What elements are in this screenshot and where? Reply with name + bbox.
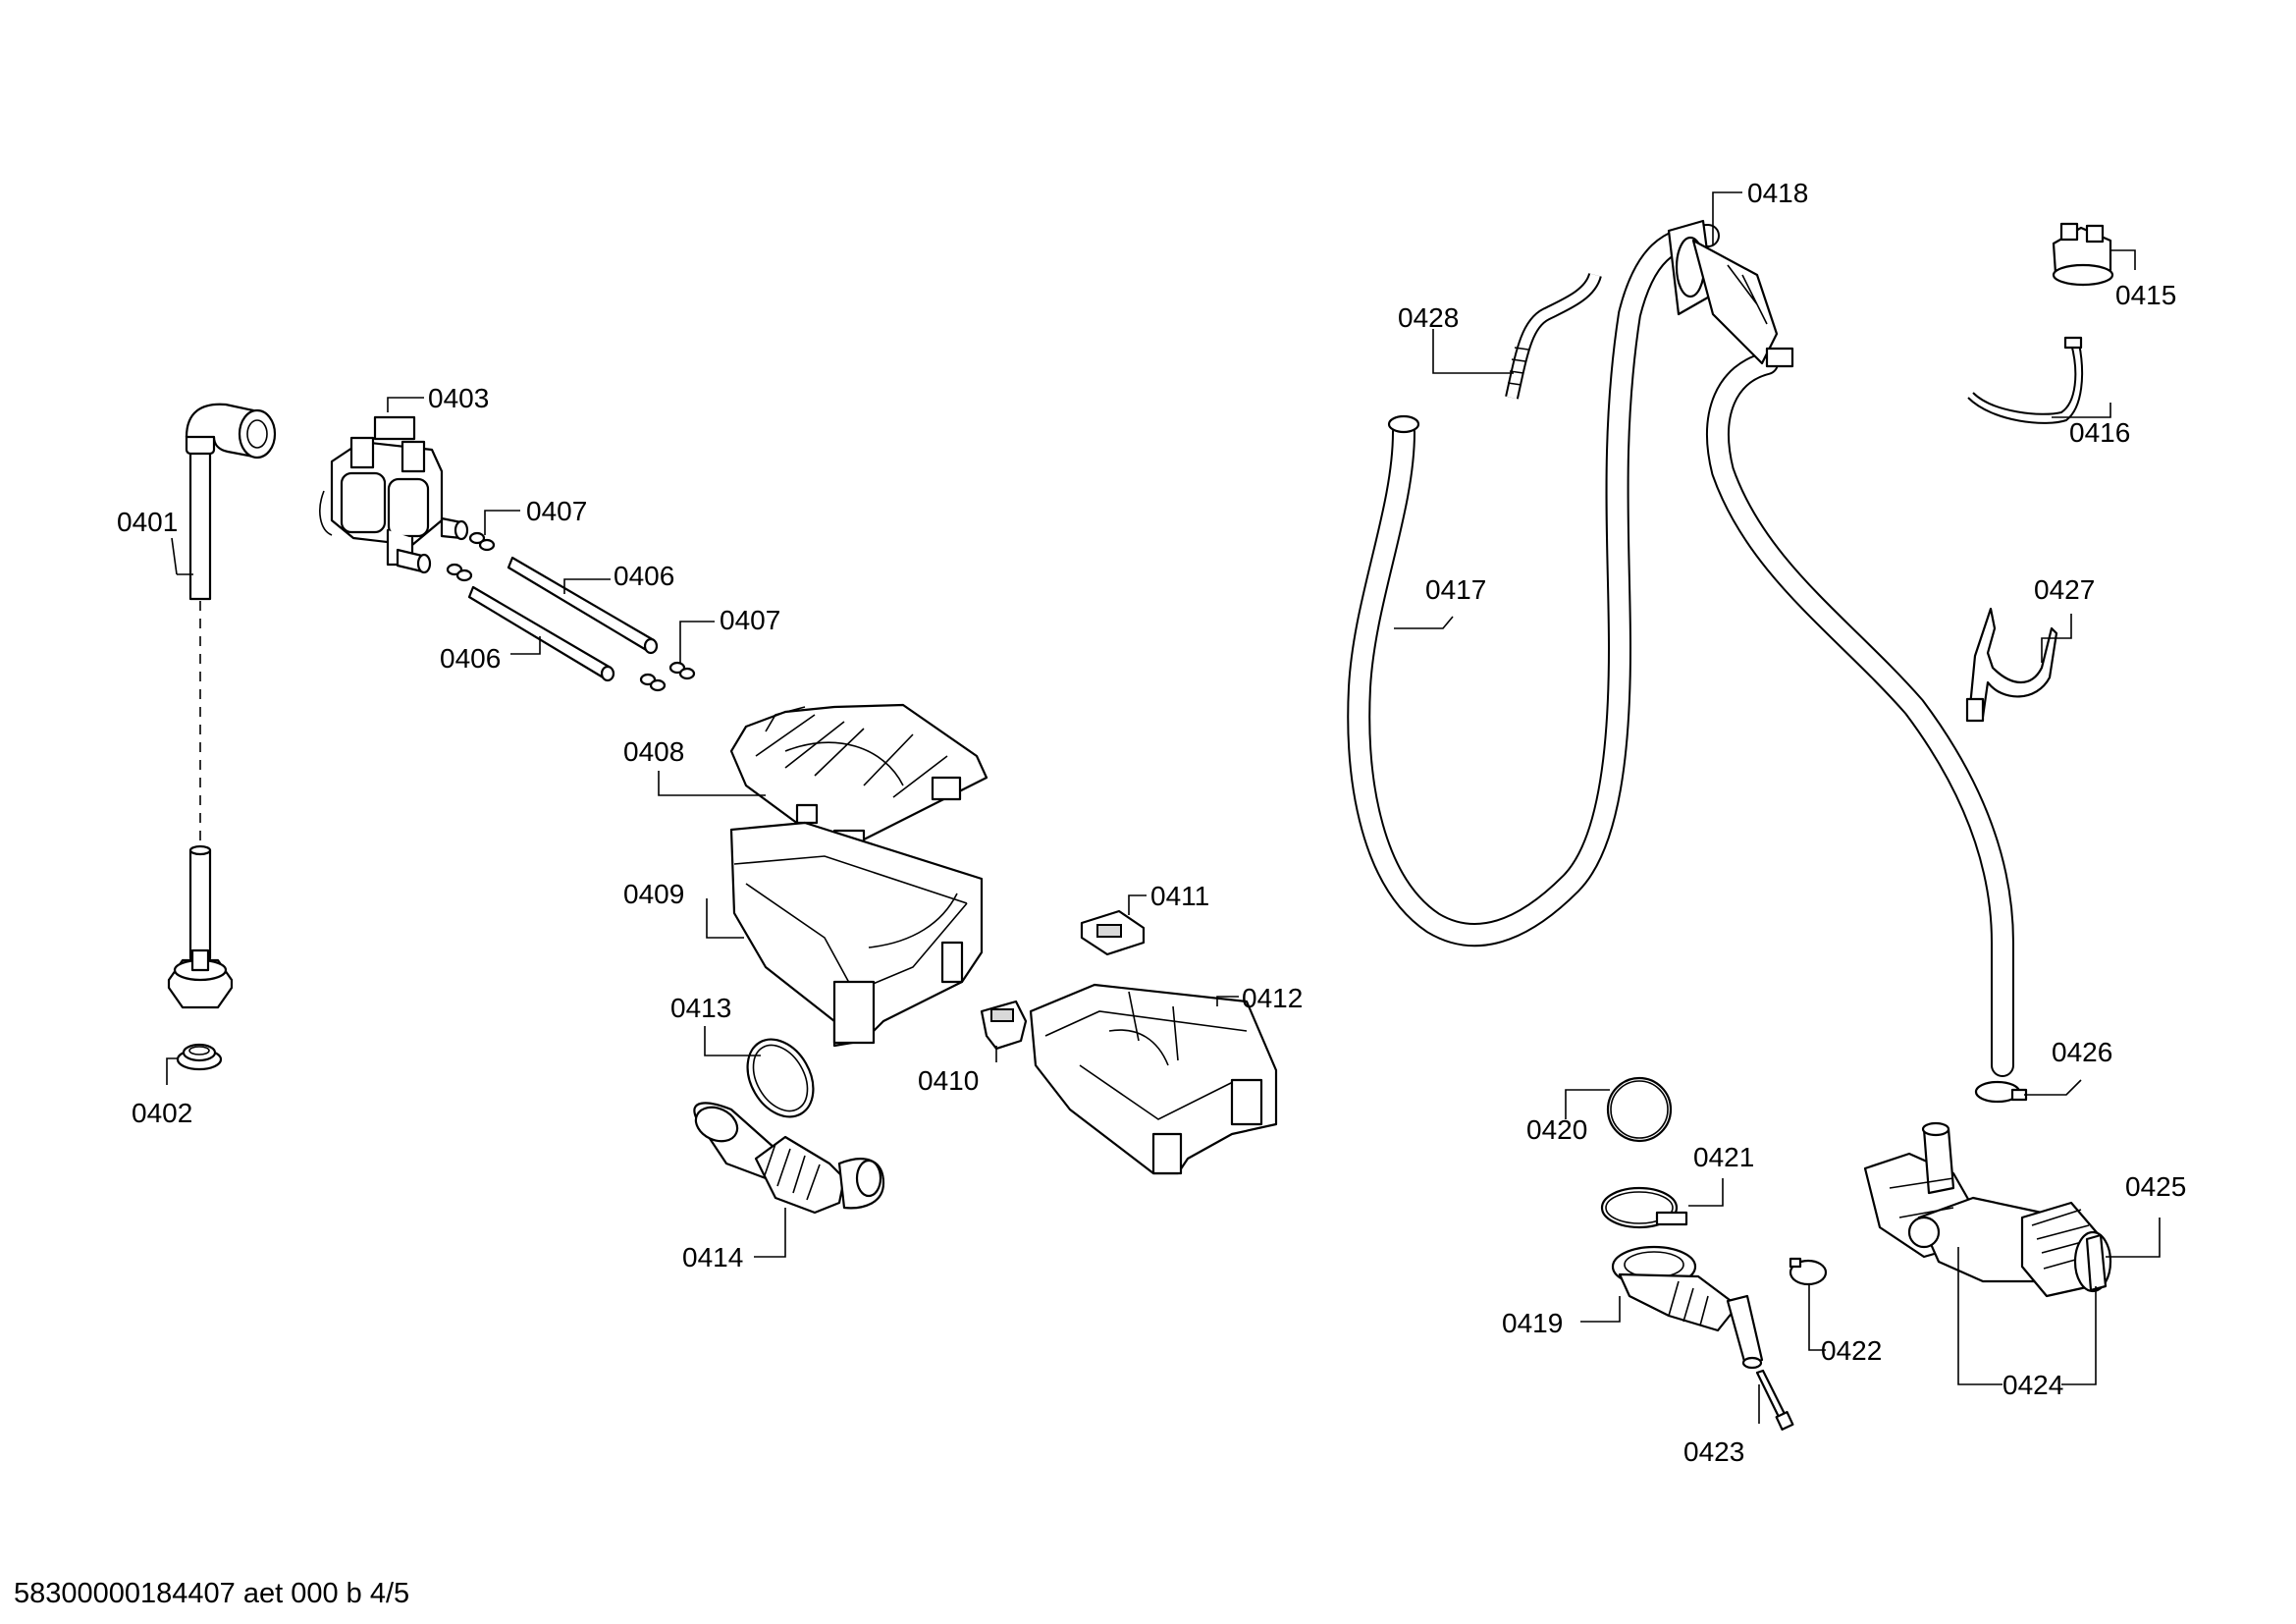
part-0410-clip [980, 1000, 1028, 1051]
label-0403: 0403 [428, 383, 489, 413]
label-0401: 0401 [117, 507, 178, 537]
document-reference: 58300000184407 aet 000 b 4/5 [14, 1578, 409, 1609]
label-0407a: 0407 [526, 496, 587, 526]
part-0418-connector [1667, 219, 2014, 1077]
label-0426: 0426 [2052, 1037, 2112, 1067]
leader-0412 [1216, 996, 1239, 1006]
label-0427: 0427 [2034, 574, 2095, 605]
part-0411-latch [1080, 909, 1146, 956]
label-0428: 0428 [1398, 302, 1459, 333]
label-0423: 0423 [1683, 1436, 1744, 1467]
label-0420: 0420 [1526, 1114, 1587, 1145]
leader-0419 [1580, 1296, 1621, 1323]
leader-0428 [1432, 329, 1514, 374]
leader-0421 [1688, 1178, 1724, 1207]
label-0418: 0418 [1747, 178, 1808, 208]
leader-0426 [2024, 1079, 2082, 1096]
leader-0418 [1712, 191, 1742, 245]
part-0423-sensor [1755, 1369, 1794, 1431]
leader-0416 [2052, 403, 2111, 418]
label-0402: 0402 [132, 1098, 192, 1128]
label-0424: 0424 [2002, 1370, 2063, 1400]
label-0421: 0421 [1693, 1142, 1754, 1172]
label-0410: 0410 [918, 1065, 979, 1096]
label-0406b: 0406 [440, 643, 501, 674]
leader-0407b [679, 621, 715, 664]
leader-0403 [387, 397, 424, 412]
leader-0415 [2110, 249, 2136, 270]
label-0425: 0425 [2125, 1171, 2186, 1202]
part-0403-inlet-valve [319, 415, 469, 574]
leader-0406b [510, 636, 541, 655]
part-0419-sump-hose [1611, 1245, 1764, 1370]
leader-0420 [1565, 1089, 1610, 1119]
part-0420-o-ring [1606, 1076, 1673, 1143]
part-0406-hose-upper [507, 556, 659, 655]
label-0422: 0422 [1821, 1335, 1882, 1366]
leader-0409 [706, 898, 744, 939]
part-0414-bellows-hose [693, 1102, 885, 1215]
part-0421-clamp-ring [1600, 1186, 1688, 1229]
label-0416: 0416 [2069, 417, 2130, 448]
label-0412: 0412 [1242, 983, 1303, 1013]
part-0428-small-hose [1505, 272, 1602, 400]
label-0414: 0414 [682, 1242, 743, 1272]
part-0407-clip-lower [639, 661, 696, 692]
label-0417: 0417 [1425, 574, 1486, 605]
label-0409: 0409 [623, 879, 684, 909]
part-0427-hose-holder [1965, 607, 2058, 723]
leader-0411 [1128, 894, 1147, 915]
label-0419: 0419 [1502, 1308, 1563, 1338]
part-0406-hose-lower [467, 585, 615, 682]
part-0417-hose [1347, 224, 1720, 947]
leader-0408 [658, 771, 766, 796]
label-0407b: 0407 [720, 605, 780, 635]
part-0407-clip-upper [446, 531, 496, 582]
part-0412-detergent-drawer [1029, 983, 1278, 1175]
leader-0424a [1957, 1247, 2002, 1385]
leader-0424b [2061, 1286, 2097, 1385]
part-0402-filter-washer [176, 1043, 223, 1071]
leader-0402 [166, 1057, 179, 1085]
label-0406a: 0406 [614, 561, 674, 591]
label-0408: 0408 [623, 736, 684, 767]
part-0401-inlet-pipe [167, 403, 277, 1009]
leader-0427 [2041, 614, 2072, 663]
leader-0406a [563, 578, 611, 594]
leader-0422 [1808, 1284, 1826, 1351]
part-0426-hose-clamp [1974, 1080, 2028, 1104]
part-0415-pressure-switch [2052, 222, 2114, 287]
leader-0413 [704, 1026, 761, 1056]
leader-0417 [1394, 616, 1454, 629]
part-0413-ring [746, 1038, 815, 1118]
leader-0407a [484, 510, 520, 535]
part-0422-small-clamp [1789, 1257, 1828, 1286]
leader-0414 [754, 1208, 786, 1258]
label-0411: 0411 [1150, 881, 1209, 911]
leader-0425 [2106, 1218, 2161, 1258]
part-0416-wire [1967, 336, 2084, 424]
label-0415: 0415 [2115, 280, 2176, 310]
part-0425-pump-filter [2020, 1201, 2112, 1298]
part-0409-dispenser-housing [729, 821, 984, 1048]
label-0413: 0413 [670, 993, 731, 1023]
